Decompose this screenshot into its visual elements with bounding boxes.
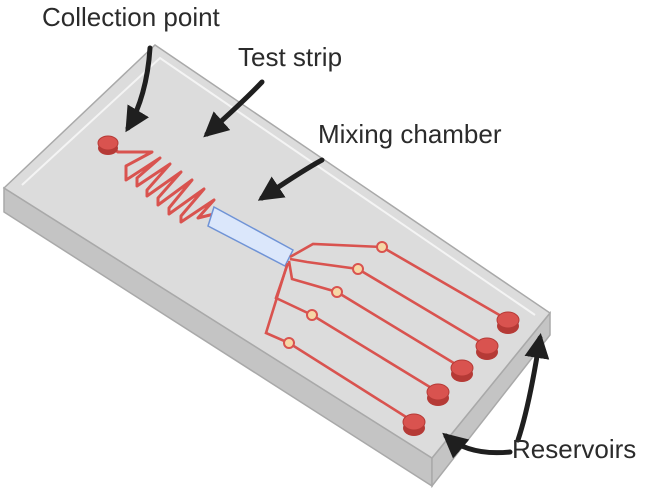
- channel-2: [289, 257, 488, 348]
- reservoirs: [402, 311, 520, 436]
- reservoir-1: [496, 311, 520, 334]
- arrow-collection-point: [125, 45, 153, 133]
- junction-dot: [331, 286, 343, 298]
- arrow-mixing-chamber: [257, 157, 325, 201]
- label-collection-point: Collection point: [42, 2, 220, 32]
- channel-1: [289, 242, 509, 322]
- reservoir-4: [426, 383, 450, 406]
- chip-inner-edge: [21, 56, 536, 316]
- chip-body: [2, 44, 552, 489]
- reservoir-channels: [264, 242, 509, 424]
- arrow-reservoir-front: [442, 432, 513, 459]
- label-reservoirs: Reservoirs: [512, 434, 637, 464]
- arrow-reservoir-end: [515, 333, 550, 443]
- pointer-arrows: [125, 45, 550, 459]
- arrow-test-strip: [203, 79, 265, 138]
- reservoir-2: [475, 337, 499, 360]
- test-strip-serpentine: [107, 143, 216, 224]
- collection-point: [97, 135, 119, 155]
- label-test-strip: Test strip: [238, 42, 343, 72]
- channel-3: [287, 260, 463, 370]
- label-mixing-chamber: Mixing chamber: [318, 119, 502, 149]
- channel-5: [264, 264, 415, 424]
- mixing-chamber: [207, 205, 294, 268]
- reservoir-5: [402, 413, 426, 436]
- reservoir-3: [450, 359, 474, 382]
- junction-dot: [306, 309, 318, 321]
- channel-junctions: [283, 241, 388, 349]
- junction-dot: [376, 241, 388, 253]
- junction-dot: [352, 263, 364, 275]
- junction-dot: [283, 337, 295, 349]
